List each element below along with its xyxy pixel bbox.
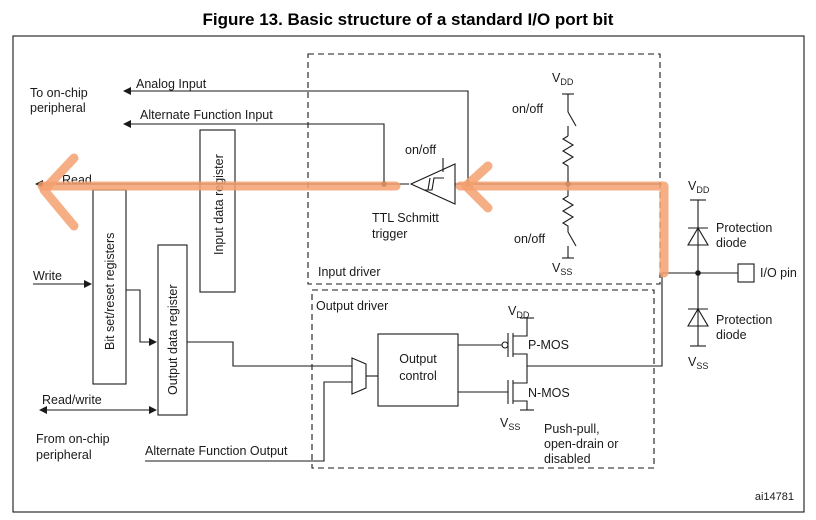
input-driver-label: Input driver xyxy=(318,265,381,279)
to-onchip-peripheral-line1: To on-chip xyxy=(30,86,88,100)
protection-diode-bottom-line1: Protection xyxy=(716,313,772,327)
afo-to-mux-line xyxy=(145,381,352,462)
pulldown-resistor xyxy=(561,184,575,232)
from-onchip-peripheral-line2: peripheral xyxy=(36,448,92,462)
read-path-arrowhead-left xyxy=(39,153,79,231)
pulldown-switch xyxy=(567,231,577,247)
outer-frame xyxy=(12,35,805,513)
output-driver-box xyxy=(311,289,655,469)
odr-to-mux-line xyxy=(187,341,352,367)
figure-title: Figure 13. Basic structure of a standard… xyxy=(203,10,614,29)
pullup-on-off-label: on/off xyxy=(512,102,544,116)
pmos-label: P-MOS xyxy=(528,338,569,352)
protection-diode-bottom xyxy=(687,307,709,327)
figure-ref-id: ai14781 xyxy=(755,491,794,503)
input-data-register-label: Input data register xyxy=(212,154,226,255)
ttl-schmitt-line1: TTL Schmitt xyxy=(372,211,439,225)
output-driver-label: Output driver xyxy=(316,299,388,313)
pmos-vdd-label: VDD xyxy=(508,304,530,320)
ttl-schmitt-line2: trigger xyxy=(372,227,407,241)
write-label: Write xyxy=(33,269,62,283)
protection-diode-top-line1: Protection xyxy=(716,221,772,235)
protection-diode-bottom-line2: diode xyxy=(716,328,747,342)
nmos-label: N-MOS xyxy=(528,386,570,400)
bit-set-reset-registers-label: Bit set/reset registers xyxy=(103,233,117,350)
nmos-vss-label: VSS xyxy=(500,416,520,432)
read-path-highlight xyxy=(455,181,669,278)
diode-vss-label: VSS xyxy=(688,355,708,371)
pulldown-on-off-label: on/off xyxy=(514,232,546,246)
analog-input-label: Analog Input xyxy=(136,77,207,91)
nmos-channel xyxy=(513,366,528,410)
push-pull-line1: Push-pull, xyxy=(544,422,600,436)
push-pull-line3: disabled xyxy=(544,452,591,466)
pullup-resistor xyxy=(561,135,575,184)
push-pull-line2: open-drain or xyxy=(544,437,618,451)
protection-diode-top xyxy=(687,226,709,246)
diode-vdd-label: VDD xyxy=(688,179,710,195)
output-data-register-label: Output data register xyxy=(166,285,180,395)
output-control-line1: Output xyxy=(399,352,437,366)
read-write-label: Read/write xyxy=(42,393,102,407)
input-data-register-box xyxy=(199,129,236,293)
output-data-register-box xyxy=(157,244,188,416)
read-path-arrowhead-right xyxy=(461,161,493,213)
from-onchip-peripheral-line1: From on-chip xyxy=(36,432,110,446)
pullup-vdd-label: VDD xyxy=(552,71,574,87)
to-onchip-peripheral-line2: peripheral xyxy=(30,101,86,115)
pmos-channel xyxy=(513,318,528,366)
pulldown-vss-label: VSS xyxy=(552,261,572,277)
hysteresis-icon xyxy=(424,177,444,191)
analog-input-line xyxy=(123,87,469,184)
pullup-switch xyxy=(567,111,577,127)
pmos-gate-bubble xyxy=(501,341,509,349)
output-control-box xyxy=(377,333,459,407)
alternate-function-input-line xyxy=(123,120,385,184)
alternate-function-output-label: Alternate Function Output xyxy=(145,444,288,458)
output-control-line2: control xyxy=(399,369,437,383)
alternate-function-input-label: Alternate Function Input xyxy=(140,108,273,122)
output-mux xyxy=(351,357,367,395)
io-pin-label: I/O pin xyxy=(760,266,797,280)
io-pin-box xyxy=(737,263,755,283)
protection-diode-top-line2: diode xyxy=(716,236,747,250)
bsr-to-odr-line xyxy=(126,289,157,346)
mos-output-line xyxy=(527,273,663,367)
schmitt-on-off-label: on/off xyxy=(405,143,437,157)
input-driver-box xyxy=(307,53,661,285)
